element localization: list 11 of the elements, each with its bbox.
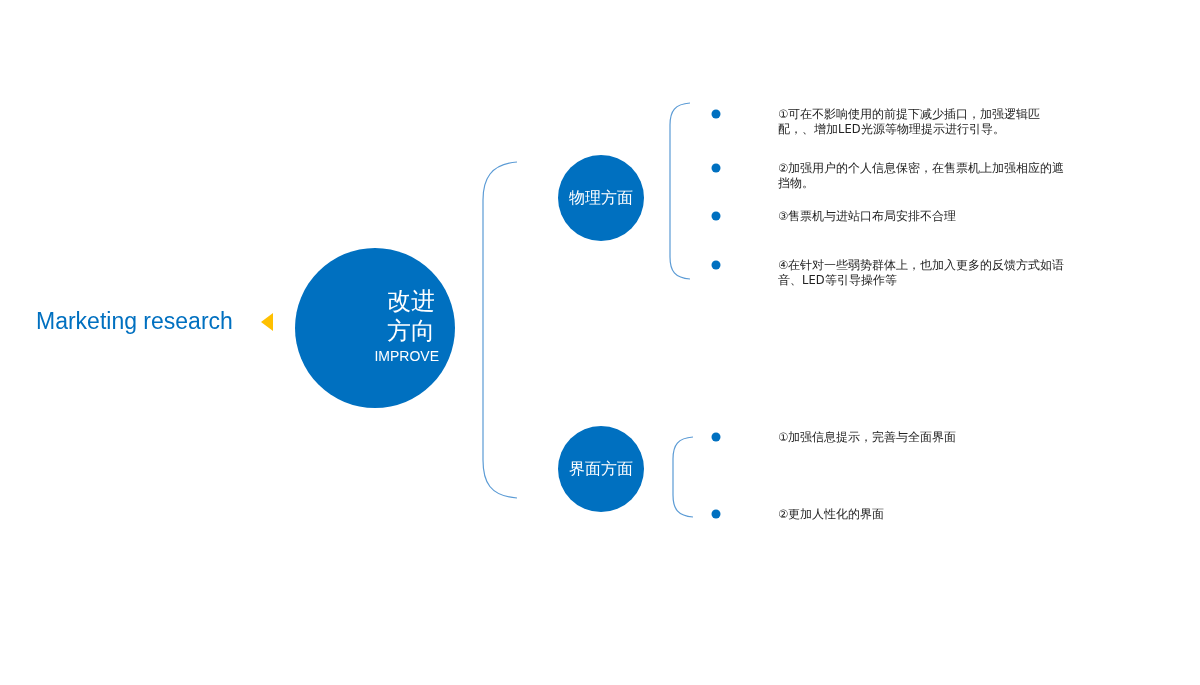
main-heading: 改进方向 [386, 286, 435, 346]
list-item: ②更加人性化的界面 [778, 507, 886, 522]
list-item: ④在针对一些弱势群体上，也加入更多的反馈方式如语音、LED等引导操作等 [778, 258, 1066, 288]
list-item: ③售票机与进站口布局安排不合理 [778, 209, 958, 224]
list-item: ①加强信息提示，完善与全面界面 [778, 430, 958, 445]
topic-title: 界面方面 [569, 458, 633, 480]
list-item: ②加强用户的个人信息保密，在售票机上加强相应的遮挡物。 [778, 161, 1066, 191]
list-item: ①可在不影响使用的前提下减少插口，加强逻辑匹配，、增加LED光源等物理提示进行引导。 [778, 107, 1042, 137]
topic-title: 物理方面 [569, 187, 633, 209]
subheading: IMPROVE [374, 348, 439, 364]
side-title: Marketing research [36, 308, 233, 335]
